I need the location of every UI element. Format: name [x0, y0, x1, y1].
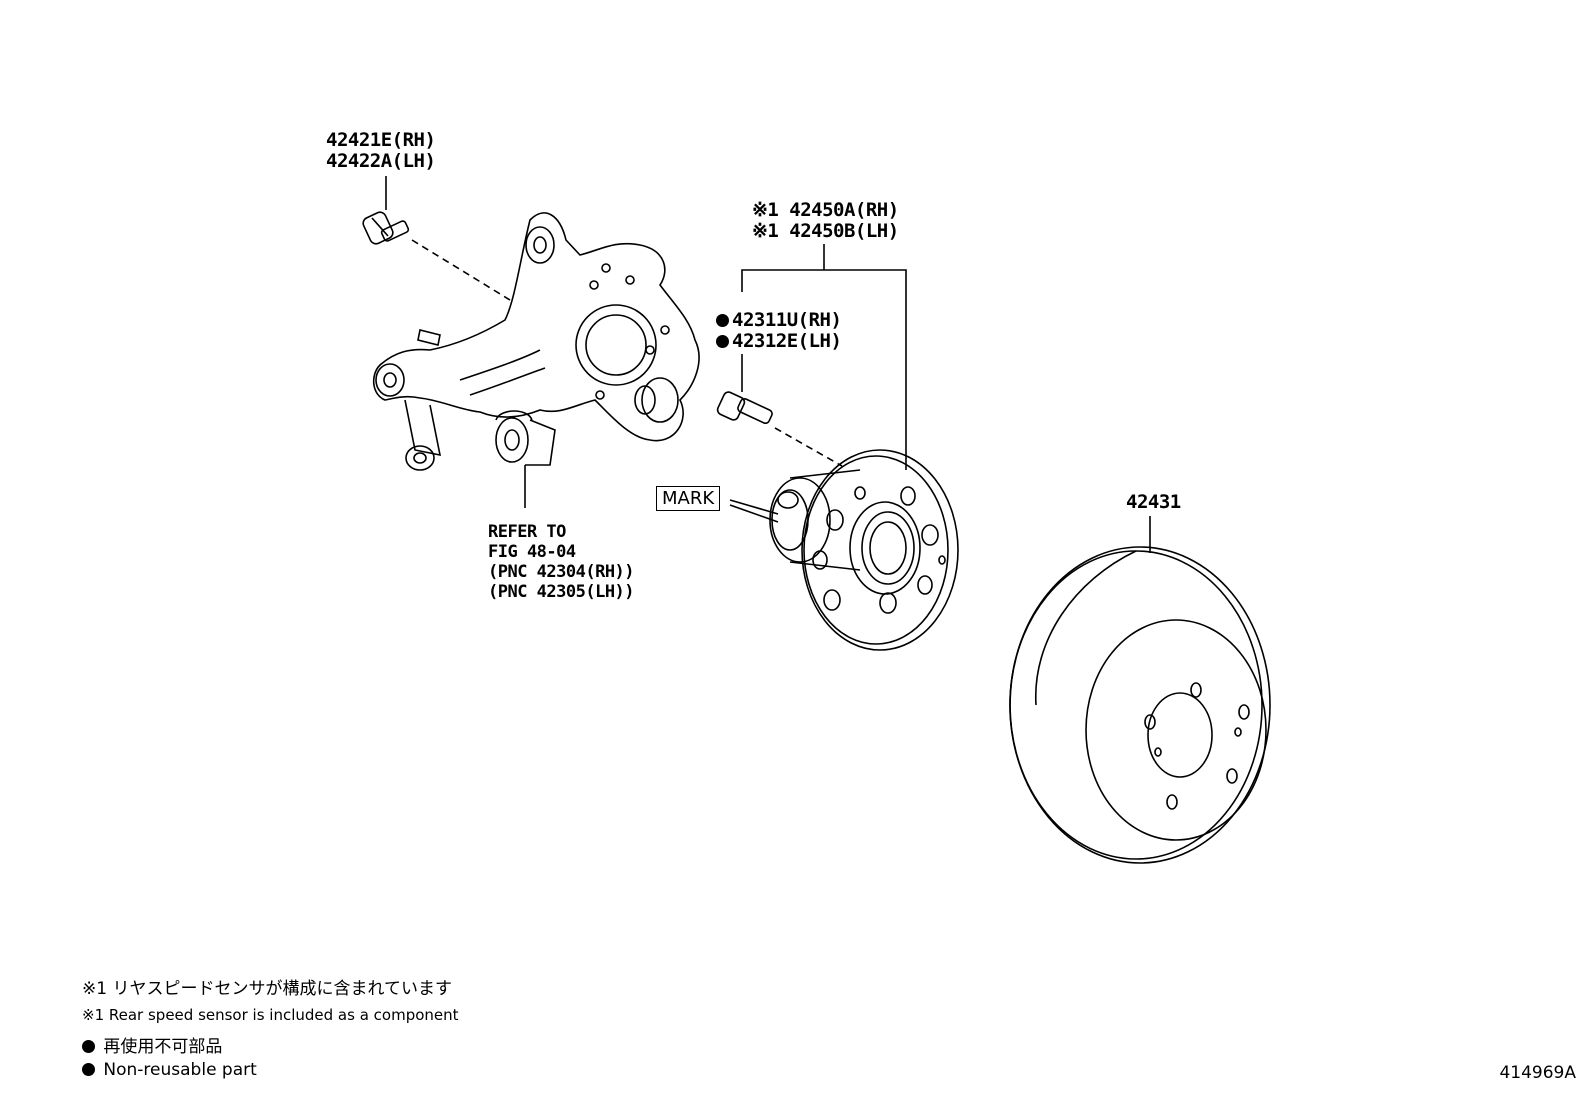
knuckle-bolt-lh-label: 42422A(LH) — [326, 150, 436, 172]
hub-bolt-lh-label: 42312E(LH) — [732, 330, 842, 352]
hub-bearing-lh-label: ※1 42450B(LH) — [752, 220, 899, 242]
note-nonreusable-jp-text: 再使用不可部品 — [103, 1037, 223, 1057]
mark-label: MARK — [656, 486, 721, 511]
non-reusable-bullet-icon — [716, 314, 729, 327]
note-nonreusable-jp: 再使用不可部品 — [82, 1032, 222, 1057]
disc-callout: 42431 — [1126, 491, 1181, 513]
brake-disc-part — [1009, 546, 1271, 864]
figure-id: 414969A — [1499, 1063, 1576, 1083]
knuckle-bolt-callout: 42421E(RH) 42422A(LH) — [326, 129, 436, 172]
hub-bolt-rh-label: 42311U(RH) — [732, 309, 842, 331]
non-reusable-bullet-icon — [716, 335, 729, 348]
note-nonreusable-en: Non-reusable part — [82, 1060, 257, 1080]
refer-callout: REFER TO FIG 48-04 (PNC 42304(RH)) (PNC … — [488, 522, 635, 602]
refer-line-1: REFER TO — [488, 522, 566, 542]
non-reusable-bullet-icon — [82, 1063, 95, 1076]
mark-leader-2 — [729, 504, 779, 523]
hub-bearing-rh-label: ※1 42450A(RH) — [752, 199, 899, 221]
refer-line-2: FIG 48-04 — [488, 542, 576, 562]
hub-bearing-callout: ※1 42450A(RH) ※1 42450B(LH) — [752, 200, 899, 242]
mark-leader — [729, 499, 779, 515]
note-sensor-jp: ※1 リヤスピードセンサが構成に含まれています — [82, 979, 452, 999]
hub-bearing-part — [769, 449, 959, 651]
hub-bolt-part — [716, 391, 773, 425]
non-reusable-bullet-icon — [82, 1040, 95, 1053]
knuckle-bolt-part — [362, 211, 410, 245]
hub-bolt-dash — [774, 427, 843, 467]
note-nonreusable-en-text: Non-reusable part — [103, 1060, 257, 1080]
refer-line-3: (PNC 42304(RH)) — [488, 562, 635, 582]
rear-axle-carrier-part — [372, 212, 700, 471]
note-sensor-en: ※1 Rear speed sensor is included as a co… — [82, 1006, 459, 1024]
refer-line-4: (PNC 42305(LH)) — [488, 582, 635, 602]
knuckle-bolt-rh-label: 42421E(RH) — [326, 129, 436, 151]
hub-bearing-bracket — [741, 269, 907, 470]
hub-bolt-callout: 42311U(RH) 42312E(LH) — [716, 309, 842, 352]
knuckle-bolt-dash — [411, 239, 511, 301]
